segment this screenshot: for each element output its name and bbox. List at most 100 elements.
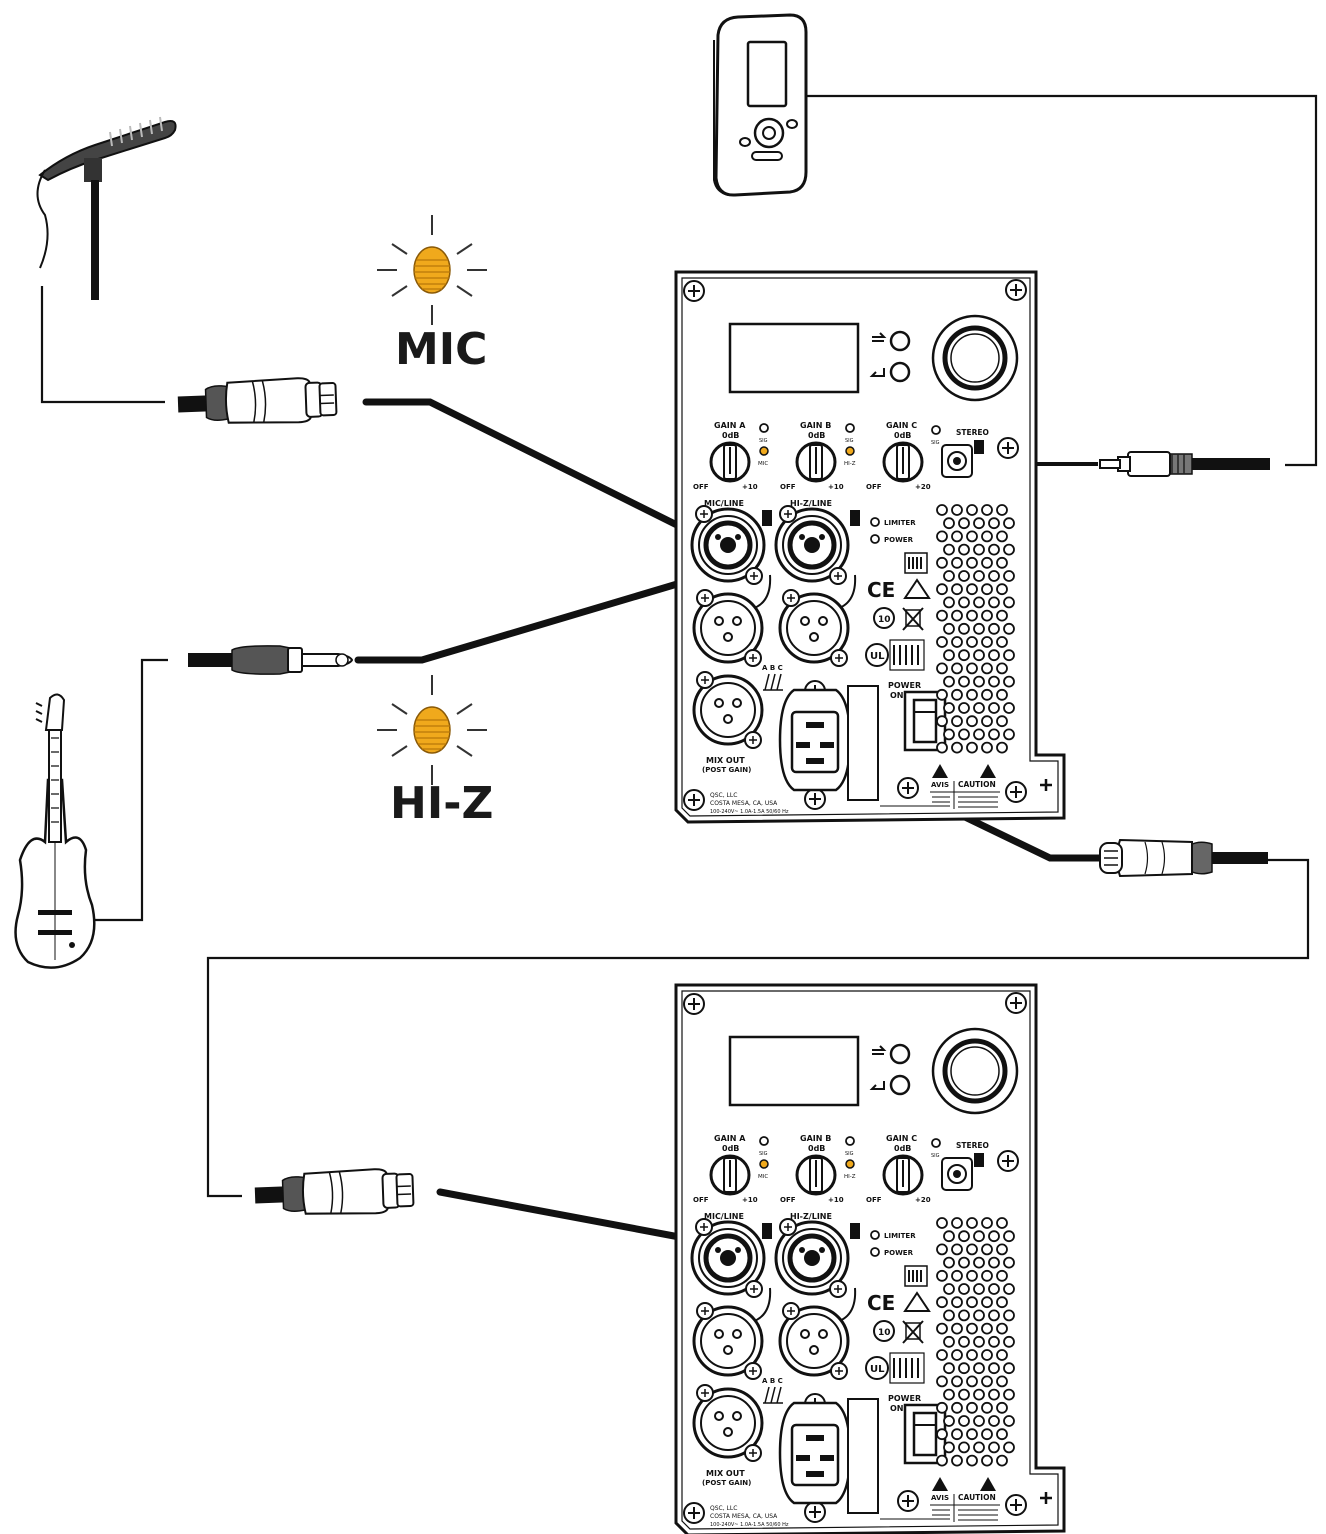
- svg-text:GAIN C: GAIN C: [886, 421, 917, 430]
- svg-text:10: 10: [878, 615, 891, 625]
- grille-hole: [966, 504, 978, 516]
- mic-xlr-connector-icon: [176, 375, 338, 428]
- grille-hole: [981, 556, 993, 569]
- grille-hole: [981, 688, 993, 701]
- grille-hole: [966, 741, 978, 754]
- svg-text:SIG: SIG: [931, 440, 940, 446]
- grille-hole: [981, 609, 993, 622]
- grille-hole: [981, 583, 993, 596]
- grille-hole: [958, 596, 970, 609]
- grille-hole: [966, 609, 978, 622]
- svg-text:GAIN A: GAIN A: [714, 421, 746, 430]
- grille-hole: [943, 702, 955, 714]
- svg-text:100-240V~ 1.0A-1.5A 50/60 Hz: 100-240V~ 1.0A-1.5A 50/60 Hz: [710, 809, 789, 815]
- grille-hole: [966, 715, 978, 728]
- grille-hole: [966, 662, 978, 675]
- grille-hole: [943, 649, 955, 662]
- svg-text:QSC, LLC: QSC, LLC: [710, 792, 737, 799]
- grille-hole: [951, 715, 963, 728]
- svg-text:+20: +20: [915, 483, 931, 491]
- grille-hole: [973, 702, 985, 714]
- grille-hole: [958, 728, 970, 741]
- grille-hole: [996, 636, 1008, 648]
- grille-hole: [936, 715, 948, 728]
- svg-text:HI-Z/LINE: HI-Z/LINE: [790, 499, 832, 508]
- grille-hole: [958, 517, 970, 530]
- grille-hole: [936, 636, 948, 648]
- grille-hole: [1003, 622, 1015, 635]
- svg-text:SIG: SIG: [845, 438, 854, 444]
- hiz-indicator-led-icon: [376, 674, 488, 786]
- grille-hole: [1003, 517, 1015, 530]
- grille-hole: [988, 728, 1000, 741]
- guitar-wire: [95, 658, 168, 922]
- grille-hole: [973, 675, 985, 688]
- grille-hole: [958, 675, 970, 688]
- grille-hole: [943, 570, 955, 582]
- grille-hole: [966, 636, 978, 648]
- grille-hole: [996, 662, 1008, 675]
- grille-hole: [951, 662, 963, 675]
- svg-text:OFF: OFF: [866, 483, 882, 491]
- vent-grille: [936, 504, 1015, 754]
- player-minijack-icon: [1099, 451, 1270, 477]
- grille-hole: [996, 583, 1008, 596]
- guitar-trs-jack-icon: [188, 645, 354, 675]
- grille-hole: [943, 596, 955, 609]
- svg-text:CAUTION: CAUTION: [958, 780, 996, 789]
- grille-hole: [943, 675, 955, 688]
- grille-hole: [1003, 649, 1015, 662]
- grille-hole: [936, 583, 948, 596]
- grille-hole: [981, 504, 993, 516]
- grille-hole: [996, 741, 1008, 754]
- grille-hole: [988, 517, 1000, 530]
- svg-text:OFF: OFF: [780, 483, 796, 491]
- grille-hole: [936, 609, 948, 622]
- grille-hole: [951, 504, 963, 516]
- grille-hole: [966, 556, 978, 569]
- mic-indicator-label: MIC: [395, 324, 487, 375]
- grille-hole: [973, 517, 985, 530]
- media-player-icon: [713, 13, 808, 197]
- mic-cable: [362, 398, 727, 552]
- svg-text:MIX OUT: MIX OUT: [706, 756, 745, 765]
- grille-hole: [988, 702, 1000, 714]
- grille-hole: [966, 688, 978, 701]
- grille-hole: [981, 715, 993, 728]
- svg-text:POWER: POWER: [888, 681, 921, 690]
- grille-hole: [943, 543, 955, 556]
- grille-hole: [966, 583, 978, 596]
- svg-text:SIG: SIG: [759, 438, 768, 444]
- grille-hole: [951, 636, 963, 648]
- svg-text:MIC: MIC: [758, 461, 768, 467]
- svg-text:A B C: A B C: [762, 664, 783, 672]
- microphone-icon: [36, 116, 177, 300]
- grille-hole: [958, 543, 970, 556]
- grille-hole: [988, 622, 1000, 635]
- grille-hole: [936, 530, 948, 543]
- svg-text:+10: +10: [742, 483, 758, 491]
- svg-text:MIC/LINE: MIC/LINE: [704, 499, 744, 508]
- grille-hole: [996, 504, 1008, 516]
- mic-indicator-led-icon: [376, 214, 488, 326]
- grille-hole: [1003, 728, 1015, 741]
- grille-hole: [936, 662, 948, 675]
- grille-hole: [936, 556, 948, 569]
- svg-text:0dB: 0dB: [894, 431, 911, 440]
- grille-hole: [951, 530, 963, 543]
- grille-hole: [996, 530, 1008, 543]
- link-xlr-connector-icon: [253, 1166, 415, 1219]
- svg-text:UL: UL: [870, 651, 885, 662]
- grille-hole: [973, 728, 985, 741]
- grille-hole: [988, 570, 1000, 582]
- hiz-indicator-label: HI-Z: [390, 778, 493, 829]
- grille-hole: [996, 715, 1008, 728]
- svg-text:0dB: 0dB: [808, 431, 825, 440]
- grille-hole: [943, 517, 955, 530]
- svg-text:POWER: POWER: [884, 536, 914, 544]
- player-wire: [806, 94, 1318, 467]
- grille-hole: [1003, 596, 1015, 609]
- svg-text:(POST GAIN): (POST GAIN): [702, 766, 751, 774]
- svg-text:OFF: OFF: [693, 483, 709, 491]
